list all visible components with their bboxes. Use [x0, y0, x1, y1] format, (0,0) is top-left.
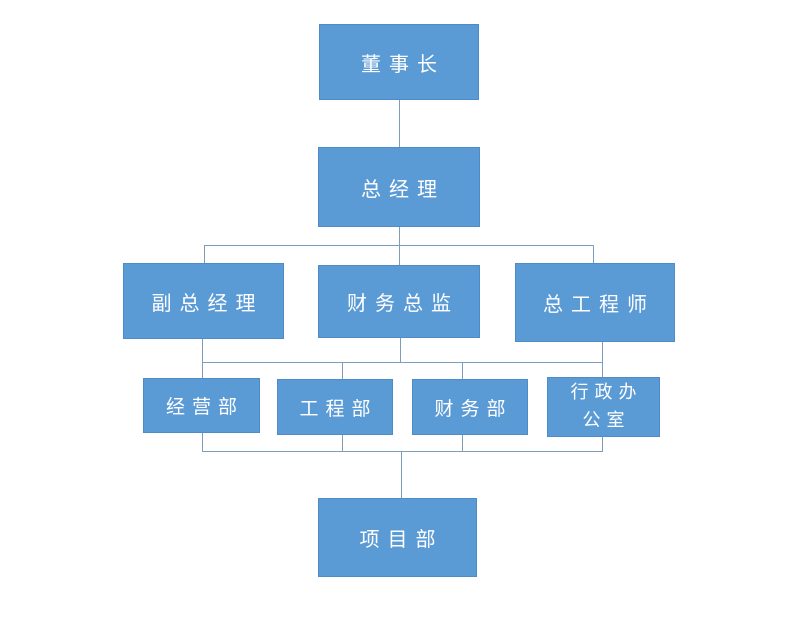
node-project-dept-label: 项目部: [359, 527, 444, 551]
connector-admin-bar3: [602, 437, 603, 451]
connector-chairman-gm: [399, 100, 400, 147]
node-chief-engineer-label: 总工程师: [543, 292, 655, 316]
connector-deputy-ops: [202, 339, 203, 378]
node-engineering-dept: 工程部: [277, 379, 393, 435]
node-finance-director: 财务总监: [318, 265, 480, 338]
node-chief-engineer: 总工程师: [515, 263, 675, 342]
node-general-manager: 总经理: [318, 147, 480, 227]
connector-engineer-admin: [602, 342, 603, 377]
node-deputy-general-manager-label: 副总经理: [151, 290, 264, 315]
node-admin-office: 行政办公室: [547, 377, 660, 437]
node-finance-dept: 财务部: [412, 379, 528, 435]
node-engineering-dept-label: 工程部: [299, 397, 378, 420]
connector-bar3-project: [401, 451, 402, 498]
node-finance-dept-label: 财务部: [434, 397, 513, 420]
node-chairman-label: 董事长: [361, 51, 445, 76]
node-operations-dept-label: 经营部: [165, 396, 244, 418]
node-operations-dept: 经营部: [143, 378, 260, 433]
node-admin-office-label: 行政办公室: [570, 382, 643, 431]
connector-ops-bar3: [202, 433, 203, 451]
node-finance-director-label: 财务总监: [347, 291, 459, 315]
connector-bar2-findept: [462, 362, 463, 379]
connector-bar1-deputy: [204, 245, 205, 263]
node-chairman: 董事长: [319, 24, 479, 100]
connector-bar3: [202, 451, 603, 452]
connector-bar2-engdept: [342, 362, 343, 379]
node-project-dept: 项目部: [318, 498, 477, 577]
connector-findept-bar3: [462, 435, 463, 451]
connector-bar1-engineer: [593, 245, 594, 263]
connector-bar2: [202, 362, 603, 363]
connector-engdept-bar3: [342, 435, 343, 451]
node-deputy-general-manager: 副总经理: [123, 263, 284, 339]
node-general-manager-label: 总经理: [361, 176, 445, 201]
connector-bar1-cfo: [399, 245, 400, 265]
connector-cfo-bar2: [400, 338, 401, 362]
connector-gm-bar1: [399, 227, 400, 245]
